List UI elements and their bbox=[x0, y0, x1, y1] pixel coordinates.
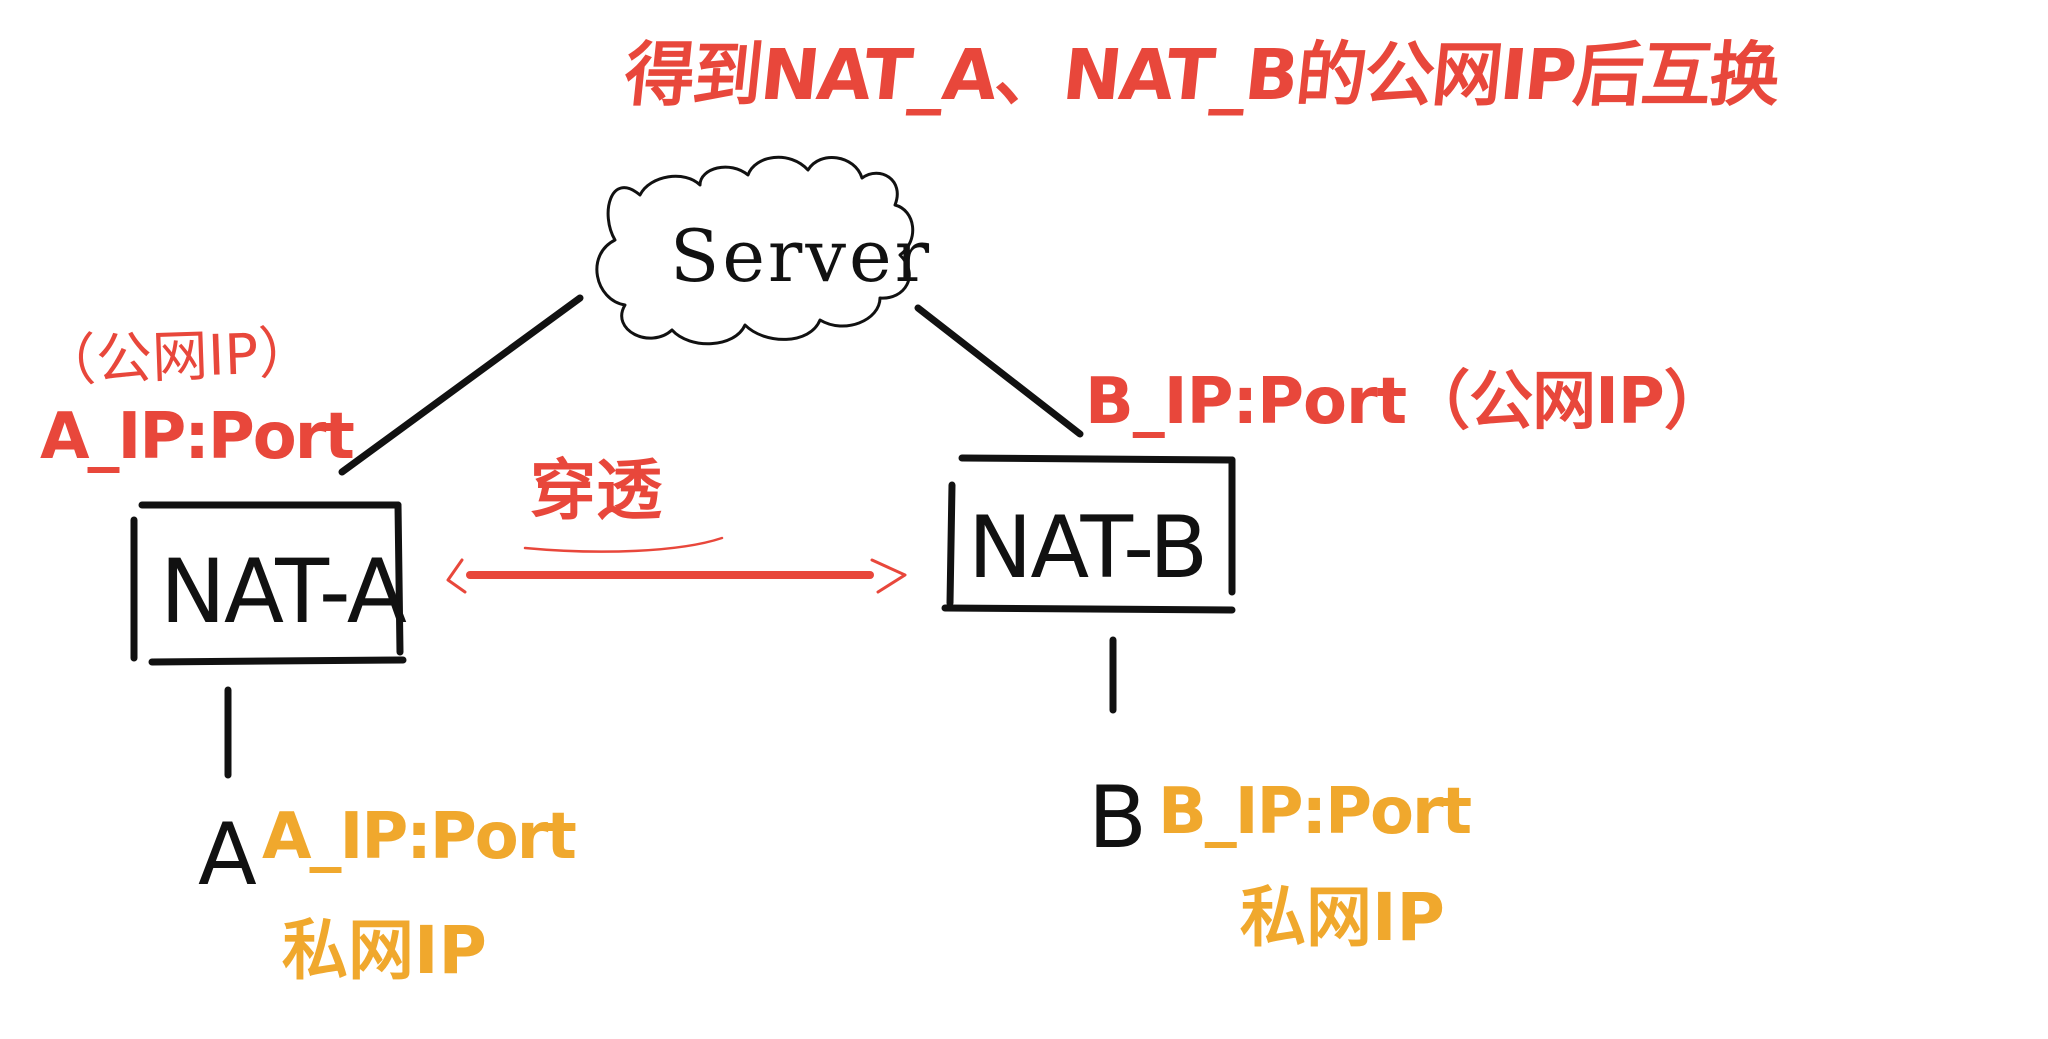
host-b-private-note: 私网IP bbox=[1240, 879, 1445, 956]
link-server-nat-b bbox=[914, 304, 1084, 438]
host-b-label: B bbox=[1088, 768, 1147, 868]
host-a-private-note: 私网IP bbox=[282, 912, 487, 989]
nat-b-box bbox=[941, 454, 1236, 614]
host-b-private-ip: B_IP:Port bbox=[1158, 775, 1472, 849]
nat-a-public-ip: A_IP:Port bbox=[40, 400, 355, 474]
link-server-nat-a bbox=[338, 294, 584, 476]
nat-a-box bbox=[130, 501, 407, 666]
nat-b-label: NAT-B bbox=[968, 498, 1208, 598]
nat-a-public-note: （公网IP） bbox=[38, 320, 316, 395]
server-label: Server bbox=[670, 214, 933, 298]
nat-b-public-ip: B_IP:Port（公网IP） bbox=[1085, 365, 1728, 439]
host-a-private-ip: A_IP:Port bbox=[262, 800, 577, 874]
punch-arrow bbox=[446, 536, 907, 594]
punch-label: 穿透 bbox=[530, 452, 662, 529]
diagram-title: 得到NAT_A、NAT_B的公网IP后互换 bbox=[620, 34, 1783, 116]
nat-a-label: NAT-A bbox=[160, 540, 407, 643]
host-a-label: A bbox=[198, 805, 257, 905]
server-cloud bbox=[595, 155, 915, 346]
